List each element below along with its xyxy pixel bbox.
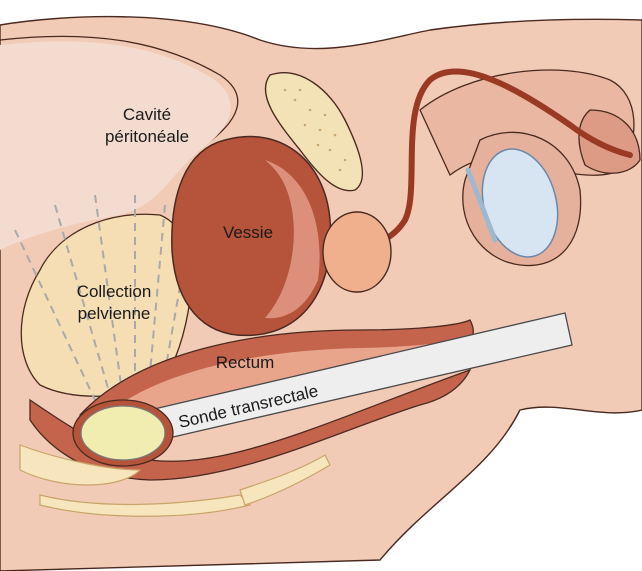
prostate (323, 212, 391, 292)
label-cavite-line2: péritonéale (82, 126, 212, 148)
label-collection-line1: Collection (58, 281, 170, 303)
label-cavite-line1: Cavité (82, 104, 212, 126)
probe-balloon (81, 406, 165, 460)
label-rectum: Rectum (200, 352, 290, 374)
label-collection-line2: pelvienne (58, 303, 170, 325)
label-vessie: Vessie (212, 222, 284, 244)
label-collection-pelvienne: Collection pelvienne (58, 281, 170, 325)
label-cavite-peritoneale: Cavité péritonéale (82, 104, 212, 148)
